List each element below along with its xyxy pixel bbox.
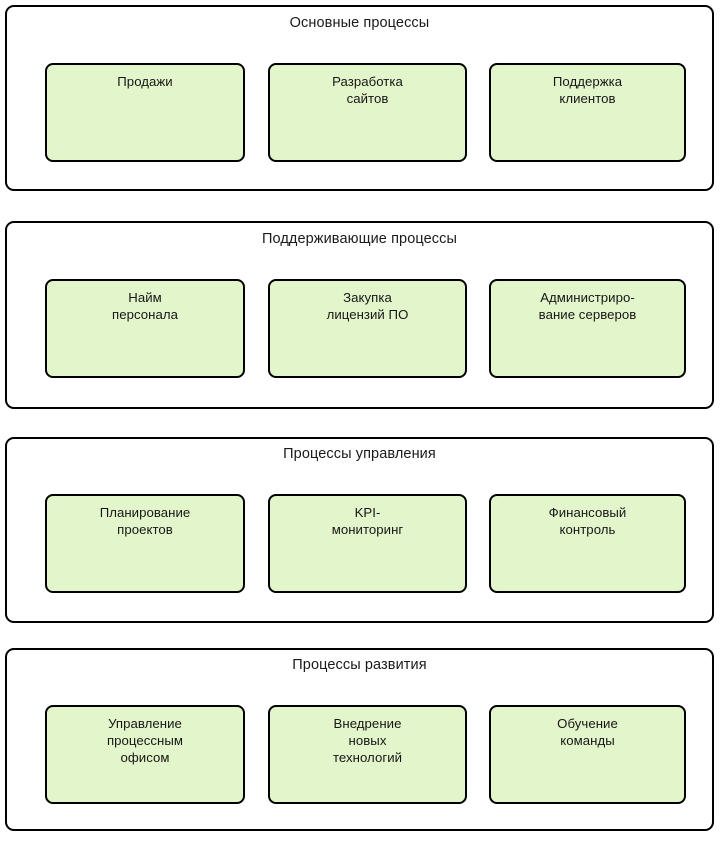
process-box-financial-control[interactable]: Финансовый контроль — [489, 494, 686, 593]
group-title-management-processes: Процессы управления — [283, 446, 436, 462]
group-title-core-processes: Основные процессы — [289, 15, 430, 31]
process-group-development-processes: Процессы развития Управление процессным … — [5, 648, 714, 831]
process-group-core-processes: Основные процессы Продажи Разработка сай… — [5, 5, 714, 191]
process-box-process-office-management[interactable]: Управление процессным офисом — [45, 705, 245, 804]
group-boxes-core-processes: Продажи Разработка сайтов Поддержка клие… — [7, 7, 712, 189]
process-box-team-training[interactable]: Обучение команды — [489, 705, 686, 804]
group-title-development-processes: Процессы развития — [292, 657, 427, 673]
group-boxes-supporting-processes: Найм персонала Закупка лицензий ПО Админ… — [7, 223, 712, 407]
process-box-customer-support[interactable]: Поддержка клиентов — [489, 63, 686, 162]
process-box-server-administration[interactable]: Администриро- вание серверов — [489, 279, 686, 378]
process-group-supporting-processes: Поддерживающие процессы Найм персонала З… — [5, 221, 714, 409]
process-box-kpi-monitoring[interactable]: KPI- мониторинг — [268, 494, 467, 593]
process-box-staff-hiring[interactable]: Найм персонала — [45, 279, 245, 378]
process-box-software-licensing[interactable]: Закупка лицензий ПО — [268, 279, 467, 378]
process-box-website-dev[interactable]: Разработка сайтов — [268, 63, 467, 162]
process-box-sales[interactable]: Продажи — [45, 63, 245, 162]
process-box-new-technology-adoption[interactable]: Внедрение новых технологий — [268, 705, 467, 804]
group-boxes-management-processes: Планирование проектов KPI- мониторинг Фи… — [7, 439, 712, 621]
process-group-management-processes: Процессы управления Планирование проекто… — [5, 437, 714, 623]
process-box-project-planning[interactable]: Планирование проектов — [45, 494, 245, 593]
group-title-supporting-processes: Поддерживающие процессы — [261, 231, 458, 247]
group-boxes-development-processes: Управление процессным офисом Внедрение н… — [7, 650, 712, 829]
